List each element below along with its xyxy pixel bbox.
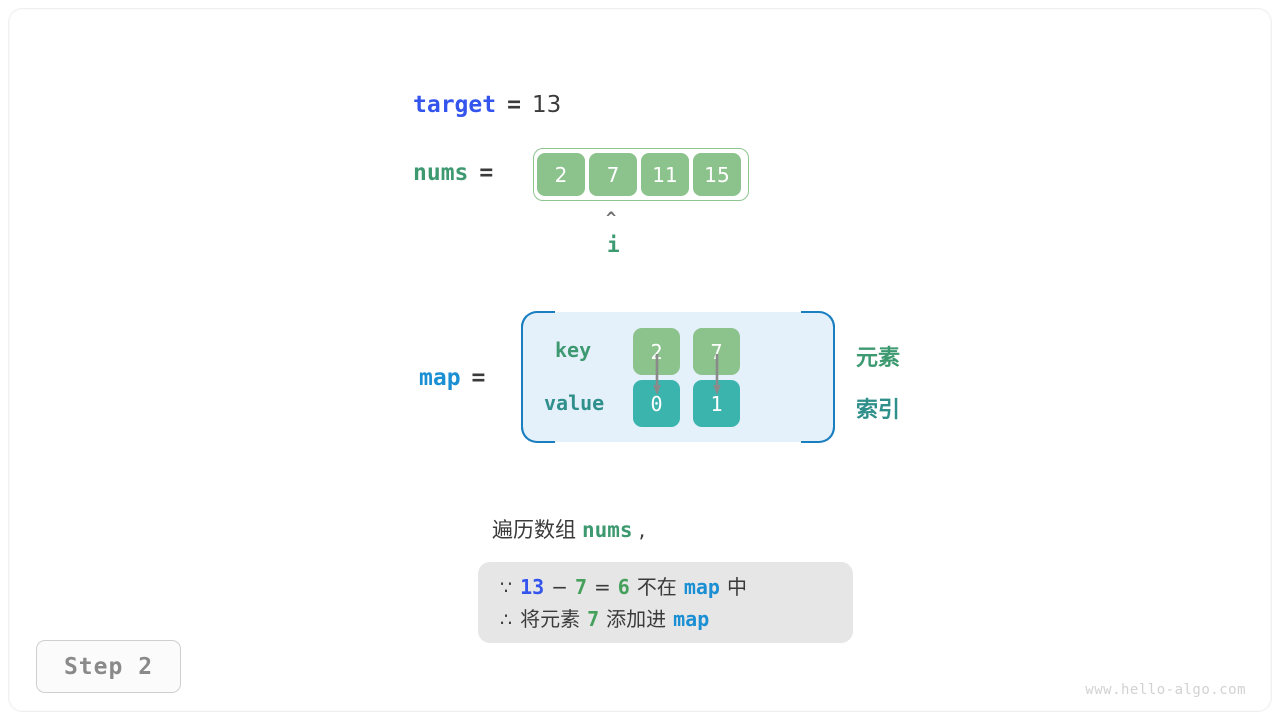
map-value-cell: 0 <box>633 380 680 427</box>
legend-index-label: 索引 <box>856 398 901 423</box>
info-current-number: 7 <box>574 575 587 599</box>
info2-text-start: 将元素 <box>520 607 581 631</box>
nums-equals-sign: = <box>479 160 494 186</box>
info-complement-value: 6 <box>617 575 630 599</box>
info-map-keyword: map <box>683 575 720 599</box>
array-cell: 2 <box>537 153 585 196</box>
info-target-value: 13 <box>520 575 545 599</box>
step-badge: Step 2 <box>36 640 181 693</box>
info-text-end: 中 <box>726 575 747 599</box>
therefore-symbol: ∴ <box>500 609 513 631</box>
map-row: map = <box>419 365 496 391</box>
map-value-label: value <box>544 391 605 415</box>
caption-prefix: 遍历数组 <box>492 518 576 542</box>
watermark: www.hello-algo.com <box>1085 682 1246 698</box>
array-cell: 15 <box>693 153 741 196</box>
pointer-caret-icon: ^ <box>606 209 617 229</box>
map-brace-corner-top-right <box>801 311 835 345</box>
minus-sign: − <box>551 575 568 599</box>
map-variable-name: map <box>419 365 461 391</box>
info2-text-mid: 添加进 <box>606 607 667 631</box>
map-key-cell: 7 <box>693 328 740 375</box>
target-variable-name: target <box>413 92 497 118</box>
array-cell: 7 <box>589 153 637 196</box>
equals-sign: = <box>594 575 611 599</box>
info2-number: 7 <box>587 607 600 631</box>
map-value-cell: 1 <box>693 380 740 427</box>
map-key-cell: 2 <box>633 328 680 375</box>
caption-suffix: , <box>638 518 646 542</box>
info2-map-keyword: map <box>673 607 710 631</box>
array-cell: 11 <box>641 153 689 196</box>
target-equals-sign: = <box>507 92 521 118</box>
nums-array: 2 7 11 15 <box>533 148 749 201</box>
map-brace-corner-bottom-right <box>801 409 835 443</box>
caption-keyword: nums <box>582 518 633 542</box>
map-equals-sign: = <box>471 365 486 391</box>
map-key-label: key <box>555 338 592 362</box>
nums-row: nums = <box>413 160 504 186</box>
map-brace-corner-top-left <box>521 311 555 345</box>
target-row: target = 13 <box>413 92 561 118</box>
nums-variable-name: nums <box>413 160 469 186</box>
info-text-mid: 不在 <box>636 575 677 599</box>
legend-element-label: 元素 <box>856 346 901 371</box>
because-symbol: ∵ <box>500 577 513 599</box>
target-value: 13 <box>531 92 562 118</box>
map-entry: 7 1 <box>693 328 740 427</box>
pointer-index-label: i <box>607 233 620 257</box>
map-entry: 2 0 <box>633 328 680 427</box>
